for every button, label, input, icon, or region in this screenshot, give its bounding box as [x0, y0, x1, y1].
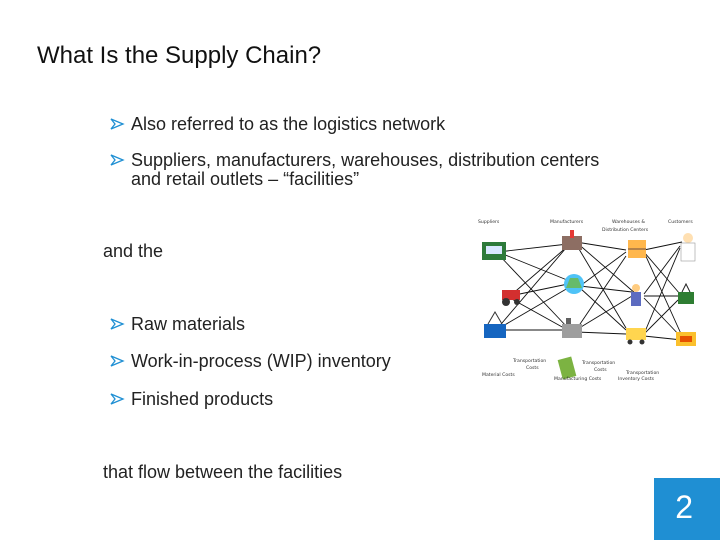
cost-label-costs-2: Costs [594, 367, 607, 373]
cost-label-material: Material Costs [482, 372, 515, 378]
supplier-factory-icon [482, 242, 506, 260]
customer-cart-icon [678, 282, 694, 304]
cost-label-transportation-3: Transportation [625, 370, 659, 376]
bullet-raw-materials: Raw materials [110, 314, 246, 334]
bullet-arrow-icon [110, 355, 125, 367]
distribution-truck-icon [626, 328, 646, 345]
customer-retail-icon [676, 332, 696, 346]
manufacturer-machine-icon [562, 318, 582, 338]
cost-label-costs-1: Costs [526, 365, 539, 371]
column-label-distribution-centers: Distribution Centers [602, 227, 649, 233]
cost-label-manufacturing: Manufacturing Costs [554, 376, 602, 382]
bullet-text-line2: and retail outlets – “facilities” [131, 169, 360, 189]
manufacturer-globe-icon [564, 274, 584, 294]
column-label-warehouses: Warehouses & [612, 219, 645, 225]
bullet-text: Also referred to as the logistics networ… [131, 114, 446, 134]
closing-text: that flow between the facilities [103, 462, 343, 482]
bullet-logistics-network: Also referred to as the logistics networ… [110, 114, 446, 134]
bullet-arrow-icon [110, 393, 125, 405]
bullet-text: Work-in-process (WIP) inventory [131, 351, 391, 371]
cost-label-transportation-2: Transportation [581, 360, 615, 366]
supplier-oil-rig-icon [484, 311, 506, 338]
bullet-text: Finished products [131, 389, 274, 409]
bullet-text: Raw materials [131, 314, 246, 334]
bullet-arrow-icon [110, 154, 125, 166]
warehouse-shelves-icon [628, 240, 646, 258]
bullet-facilities: Suppliers, manufacturers, warehouses, di… [110, 150, 600, 189]
cost-label-transportation-1: Transportation [512, 358, 546, 364]
manufacturer-plant-icon [562, 230, 582, 250]
bullet-wip: Work-in-process (WIP) inventory [110, 351, 391, 371]
bullet-finished-products: Finished products [110, 389, 274, 409]
and-the-text: and the [103, 241, 164, 261]
column-label-manufacturers: Manufacturers [550, 219, 584, 225]
page-number: 2 [675, 489, 693, 525]
column-label-customers: Customers [668, 219, 693, 225]
slide-title: What Is the Supply Chain? [37, 42, 322, 69]
warehouse-worker-icon [631, 284, 641, 306]
cost-label-inventory: Inventory Costs [618, 376, 655, 382]
bullet-text-line1: Suppliers, manufacturers, warehouses, di… [131, 150, 600, 170]
page-number-corner [654, 478, 720, 540]
supplier-tractor-icon [502, 290, 520, 306]
customer-person-icon [680, 233, 696, 262]
calculator-icon [557, 356, 577, 380]
bullet-arrow-icon [110, 118, 125, 130]
supply-chain-diagram: Suppliers Manufacturers Warehouses & Dis… [478, 219, 696, 382]
column-label-suppliers: Suppliers [478, 219, 500, 225]
flow-arrows [495, 241, 683, 341]
bullet-arrow-icon [110, 318, 125, 330]
